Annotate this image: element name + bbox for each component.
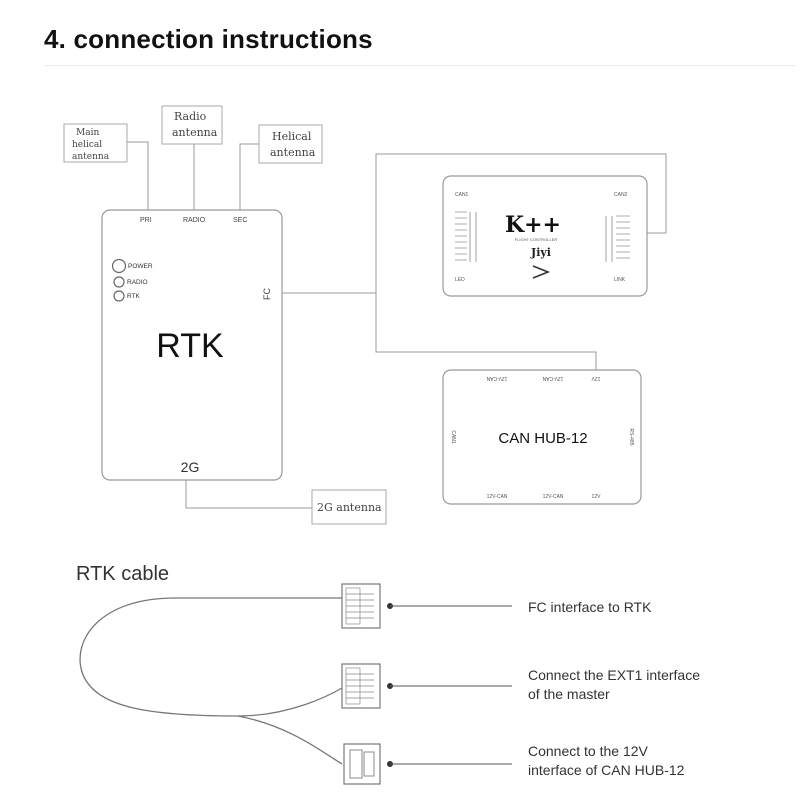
hub-left-port: CAN1 [450, 430, 456, 444]
fc-link-label: LINK [614, 277, 626, 283]
radio-antenna-callout: Radio antenna [161, 105, 223, 212]
rtk-cable-wires [79, 597, 343, 765]
two-g-antenna-callout: 2G antenna [185, 480, 387, 525]
main-helical-label-2: helical [72, 140, 102, 150]
helical-antenna-label-1: Helical [272, 130, 312, 143]
two-g-antenna-label: 2G antenna [317, 501, 382, 514]
fc-brand-logo: Jiyi [530, 246, 551, 259]
radio-antenna-label-1: Radio [174, 110, 207, 123]
rtk-led-radio-label: RADIO [127, 279, 148, 286]
fc-led-label: LED [455, 277, 465, 283]
fc-right-pin-header [605, 215, 630, 262]
radio-led-icon [113, 276, 125, 288]
helical-antenna-callout: Helical antenna [239, 124, 323, 212]
fc-can2-label: CAN2 [614, 192, 628, 198]
rtk-module-name: RTK [156, 327, 224, 365]
rtk-port-radio: RADIO [183, 217, 206, 224]
ext1-connector [341, 663, 512, 709]
page-title: 4. connection instructions [44, 24, 373, 54]
main-helical-label-1: Main [76, 128, 99, 138]
cable-label-fc: FC interface to RTK [528, 599, 652, 615]
rtk-port-fc: FC [262, 288, 272, 300]
hub-top-port-2: 12V-CAN [542, 375, 563, 381]
rtk-cable-heading: RTK cable [76, 563, 169, 585]
cable-label-12v-line2: interface of CAN HUB-12 [528, 762, 685, 778]
flight-controller: CAN1 CAN2 LED LINK [442, 175, 648, 297]
fc-connector [341, 583, 512, 629]
radio-antenna-label-2: antenna [172, 126, 218, 139]
rtk-led-icon [113, 290, 125, 302]
fc-left-pin-header [455, 211, 477, 262]
power-12v-connector [343, 743, 512, 785]
fc-wiring [282, 153, 667, 370]
hub-top-port-3: 12V [591, 375, 601, 381]
rtk-led-power-label: POWER [128, 263, 153, 270]
power-led-icon [111, 258, 127, 274]
rtk-module: PRI RADIO SEC POWER RADIO RTK RTK FC 2G [101, 209, 283, 481]
fc-logo: K++ [505, 212, 561, 238]
helical-antenna-label-2: antenna [270, 146, 316, 159]
can-hub: 12V-CAN 12V-CAN 12V 12V-CAN 12V-CAN 12V … [442, 369, 642, 505]
cable-label-ext1-line1: Connect the EXT1 interface [528, 667, 700, 683]
rtk-port-pri: PRI [140, 217, 152, 224]
rtk-led-rtk-label: RTK [127, 293, 141, 300]
cable-label-ext1-line2: of the master [528, 686, 610, 702]
hub-bottom-port-1: 12V-CAN [487, 494, 508, 500]
hub-top-port-1: 12V-CAN [486, 375, 507, 381]
fc-direction-arrow-icon [532, 265, 551, 279]
rtk-port-sec: SEC [233, 217, 247, 224]
title-divider [44, 65, 796, 66]
main-helical-antenna-callout: Main helical antenna [63, 123, 149, 212]
can-hub-name: CAN HUB-12 [498, 430, 587, 447]
main-helical-label-3: antenna [72, 152, 110, 162]
hub-bottom-port-3: 12V [592, 494, 602, 500]
fc-can1-label: CAN1 [455, 192, 469, 198]
fc-subtitle: FLIGHT CONTROLLER [515, 237, 558, 242]
hub-right-port: RS-485 [628, 429, 634, 446]
rtk-port-2g: 2G [181, 459, 200, 475]
hub-bottom-port-2: 12V-CAN [543, 494, 564, 500]
cable-label-12v-line1: Connect to the 12V [528, 743, 649, 759]
